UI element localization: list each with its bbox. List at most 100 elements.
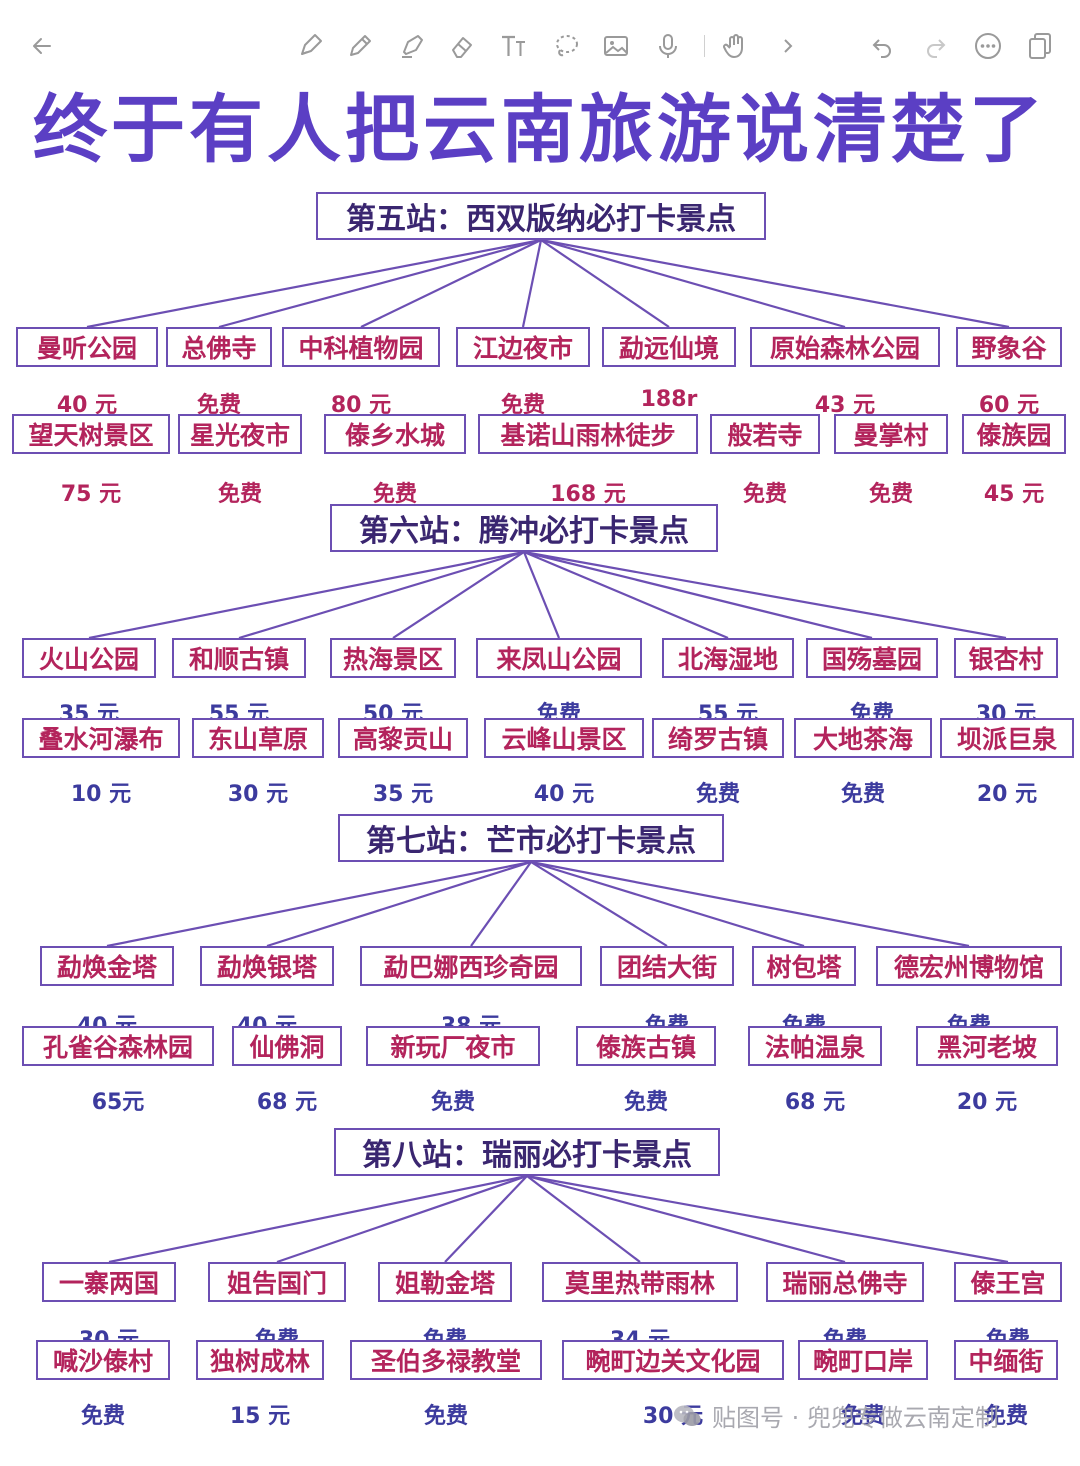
connector-line xyxy=(444,1175,528,1263)
hand-icon[interactable] xyxy=(718,28,754,64)
spot-price: 168 元 xyxy=(550,482,626,507)
spot-box: 喊沙傣村 xyxy=(36,1340,170,1380)
pages-icon[interactable] xyxy=(1022,28,1058,64)
pencil-icon[interactable] xyxy=(342,28,378,64)
connector-line xyxy=(276,1174,528,1264)
spot-price: 20 元 xyxy=(976,782,1038,807)
connector-line xyxy=(526,1175,641,1263)
connector-line xyxy=(540,238,1010,329)
connector-line xyxy=(521,239,543,328)
undo-icon[interactable] xyxy=(864,28,900,64)
connector-line xyxy=(266,860,532,948)
connector-line xyxy=(238,550,525,640)
more-icon[interactable] xyxy=(970,28,1006,64)
spot-box: 傣乡水城 xyxy=(324,414,466,454)
spot-price: 免费 xyxy=(695,782,740,807)
connector-line xyxy=(523,550,1007,640)
spot-price: 免费 xyxy=(840,782,885,807)
spot-price: 30 元 xyxy=(227,782,289,807)
connector-line xyxy=(218,238,542,329)
spot-price: 免费 xyxy=(868,482,913,507)
spot-box: 江边夜市 xyxy=(456,327,590,367)
spot-box: 云峰山景区 xyxy=(484,718,644,758)
spot-price: 40 元 xyxy=(56,393,118,418)
spot-price: 15 元 xyxy=(229,1404,291,1429)
spot-box: 德宏州博物馆 xyxy=(876,946,1062,986)
connector-line xyxy=(530,860,805,948)
spot-price: 68 元 xyxy=(256,1090,318,1115)
spot-price: 20 元 xyxy=(956,1090,1018,1115)
spot-price: 免费 xyxy=(983,1404,1028,1429)
spot-box: 勐巴娜西珍奇园 xyxy=(360,946,582,986)
eraser-icon[interactable] xyxy=(444,28,480,64)
spot-price: 免费 xyxy=(500,393,545,418)
spot-box: 基诺山雨林徒步 xyxy=(478,414,698,454)
redo-icon[interactable] xyxy=(918,28,954,64)
spot-price: 43 元 xyxy=(814,393,876,418)
highlighter-icon[interactable] xyxy=(394,28,430,64)
spot-price: 免费 xyxy=(742,482,787,507)
spot-box: 东山草原 xyxy=(192,718,324,758)
connector-line xyxy=(530,860,970,948)
spot-box: 曼听公园 xyxy=(16,327,158,367)
spot-price: 80 元 xyxy=(330,393,392,418)
spot-price: 75 元 xyxy=(60,482,122,507)
spot-box: 大地茶海 xyxy=(794,718,932,758)
spot-box: 姐勒金塔 xyxy=(378,1262,512,1302)
section-header: 第六站：腾冲必打卡景点 xyxy=(330,504,718,552)
spot-price: 免费 xyxy=(217,482,262,507)
spot-box: 畹町边关文化园 xyxy=(562,1340,784,1380)
chevron-right-icon[interactable] xyxy=(770,28,806,64)
spot-box: 畹町口岸 xyxy=(798,1340,928,1380)
spot-price: 免费 xyxy=(430,1090,475,1115)
back-arrow-icon[interactable] xyxy=(24,28,60,64)
image-icon[interactable] xyxy=(598,28,634,64)
connector-line xyxy=(86,238,542,329)
spot-box: 傣王宫 xyxy=(954,1262,1062,1302)
connector-line xyxy=(88,550,525,640)
spot-price: 35 元 xyxy=(372,782,434,807)
connector-line xyxy=(530,861,668,947)
spot-box: 勐焕银塔 xyxy=(200,946,334,986)
spot-box: 仙佛洞 xyxy=(232,1026,342,1066)
connector-line xyxy=(392,551,525,639)
spot-box: 圣伯多禄教堂 xyxy=(350,1340,542,1380)
spot-box: 勐远仙境 xyxy=(602,327,736,367)
connector-line xyxy=(106,860,532,948)
spot-price: 60 元 xyxy=(978,393,1040,418)
spot-box: 新玩厂夜市 xyxy=(366,1026,540,1066)
connector-line xyxy=(470,861,532,947)
spot-box: 总佛寺 xyxy=(166,327,272,367)
spot-box: 野象谷 xyxy=(956,327,1062,367)
spot-box: 姐告国门 xyxy=(208,1262,346,1302)
spot-box: 绮罗古镇 xyxy=(652,718,784,758)
spot-box: 坝派巨泉 xyxy=(940,718,1074,758)
spot-box: 中科植物园 xyxy=(282,327,440,367)
spot-box: 一寨两国 xyxy=(42,1262,176,1302)
spot-price: 免费 xyxy=(623,1090,668,1115)
connector-line xyxy=(523,550,729,640)
spot-price: 免费 xyxy=(840,1404,885,1429)
connector-line xyxy=(523,550,873,640)
spot-box: 勐焕金塔 xyxy=(40,946,174,986)
spot-box: 黑河老坡 xyxy=(916,1026,1058,1066)
watermark: 贴图号 · 兜兜专做云南定制 xyxy=(672,1398,999,1433)
lasso-icon[interactable] xyxy=(548,28,584,64)
spot-box: 热海景区 xyxy=(330,638,456,678)
pen-icon[interactable] xyxy=(292,28,328,64)
spot-box: 孔雀谷森林园 xyxy=(22,1026,214,1066)
section-header: 第五站：西双版纳必打卡景点 xyxy=(316,192,766,240)
microphone-icon[interactable] xyxy=(650,28,686,64)
spot-box: 般若寺 xyxy=(710,414,820,454)
text-icon[interactable] xyxy=(496,28,532,64)
spot-box: 傣族园 xyxy=(962,414,1066,454)
spot-price: 45 元 xyxy=(983,482,1045,507)
connector-line xyxy=(540,238,846,329)
spot-box: 曼掌村 xyxy=(834,414,948,454)
spot-price: 68 元 xyxy=(784,1090,846,1115)
spot-price: 188r xyxy=(640,387,698,412)
spot-box: 火山公园 xyxy=(22,638,156,678)
connector-line xyxy=(526,1174,1009,1264)
spot-box: 原始森林公园 xyxy=(750,327,940,367)
